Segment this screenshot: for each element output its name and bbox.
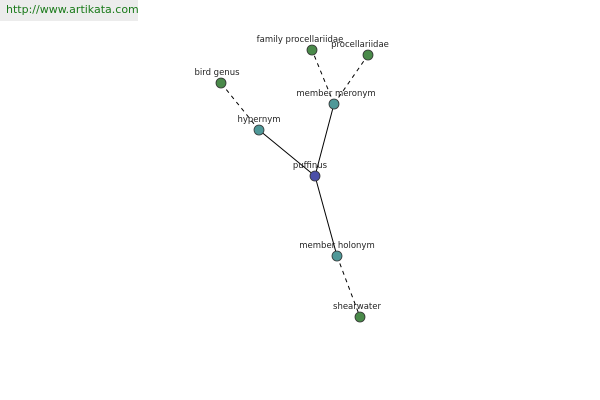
source-url-banner[interactable]: http://www.artikata.com <box>0 0 139 21</box>
node-marker-member-holonym[interactable] <box>331 250 343 262</box>
edge-puffinus-to-member-meronym <box>314 103 335 177</box>
node-member-holonym[interactable]: member holonym <box>299 241 375 262</box>
node-marker-hypernym[interactable] <box>253 124 265 136</box>
edge-hypernym-to-bird-genus <box>220 82 260 131</box>
edge-puffinus-to-member-holonym <box>314 175 338 257</box>
nodes-layer: puffinus hypernym member meronym member hol… <box>194 35 389 323</box>
node-marker-puffinus[interactable] <box>309 170 321 182</box>
node-shearwater[interactable]: shearwater <box>333 302 381 323</box>
node-bird-genus[interactable]: bird genus <box>194 68 240 89</box>
node-label-hypernym[interactable]: hypernym <box>237 115 280 125</box>
node-member-meronym[interactable]: member meronym <box>296 89 376 110</box>
node-family-procellariidae[interactable]: family procellariidae <box>257 35 344 56</box>
node-label-member-holonym[interactable]: member holonym <box>299 241 374 251</box>
node-marker-bird-genus[interactable] <box>215 77 227 89</box>
edge-puffinus-to-hypernym <box>258 129 316 177</box>
node-label-puffinus[interactable]: puffinus <box>293 161 328 171</box>
node-label-procellariidae[interactable]: procellariidae <box>331 40 389 50</box>
node-marker-procellariidae[interactable] <box>362 49 374 61</box>
node-marker-member-meronym[interactable] <box>328 98 340 110</box>
node-procellariidae[interactable]: procellariidae <box>331 40 389 61</box>
edges-layer <box>220 49 369 318</box>
node-marker-shearwater[interactable] <box>354 311 366 323</box>
edge-member-meronym-to-family-procellariidae <box>311 49 335 105</box>
node-label-shearwater[interactable]: shearwater <box>333 302 381 312</box>
edge-member-meronym-to-procellariidae <box>333 54 369 105</box>
node-label-member-meronym[interactable]: member meronym <box>296 89 375 99</box>
node-label-family-procellariidae[interactable]: family procellariidae <box>257 35 344 45</box>
edge-member-holonym-to-shearwater <box>336 255 361 318</box>
node-hypernym[interactable]: hypernym <box>237 115 281 136</box>
node-label-bird-genus[interactable]: bird genus <box>194 68 240 78</box>
node-marker-family-procellariidae[interactable] <box>306 44 318 56</box>
node-puffinus[interactable]: puffinus <box>293 161 328 182</box>
